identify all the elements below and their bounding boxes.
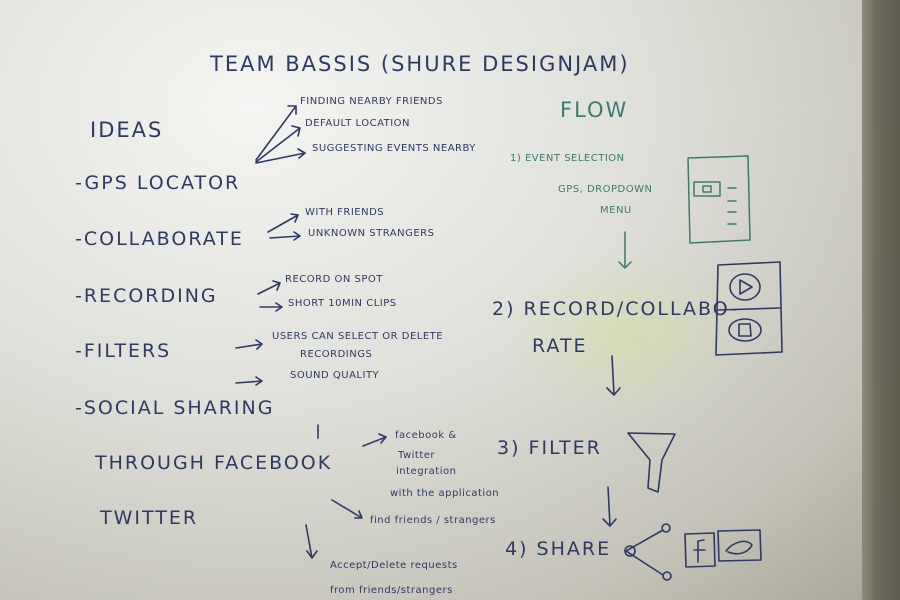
recording-note-1: RECORD ON SPOT bbox=[285, 274, 383, 285]
phone-sketch bbox=[687, 155, 751, 244]
filters-note-2: RECORDINGS bbox=[300, 349, 373, 360]
filters-note-1: USERS CAN SELECT OR DELETE bbox=[272, 331, 444, 342]
play-icon bbox=[729, 273, 761, 301]
marker-smudge bbox=[500, 250, 750, 420]
flow-step1-line-1: 1) EVENT SELECTION bbox=[510, 153, 625, 164]
idea-social-line-1: -SOCIAL SHARING bbox=[75, 397, 275, 419]
record-panel-sketch bbox=[715, 261, 783, 356]
social-note-5: find friends / strangers bbox=[370, 515, 496, 526]
filters-arrows bbox=[235, 339, 263, 386]
share-sketch bbox=[624, 523, 762, 581]
flow-step2-line-1: 2) RECORD/COLLABO- bbox=[492, 298, 740, 320]
gps-note-1: FINDING NEARBY FRIENDS bbox=[300, 96, 443, 107]
social-note-7: from friends/strangers bbox=[330, 585, 453, 596]
collab-note-1: WITH FRIENDS bbox=[305, 207, 385, 218]
idea-social-line-2: THROUGH FACEBOOK bbox=[95, 452, 333, 474]
social-note-2: Twitter bbox=[398, 450, 436, 461]
idea-collaborate-label: -COLLABORATE bbox=[75, 228, 244, 250]
flow-step1-line-3: MENU bbox=[600, 205, 632, 216]
board-title: TEAM BASSIS (SHURE DESIGNJAM) bbox=[210, 52, 630, 76]
social-note-4: with the application bbox=[390, 488, 500, 499]
flow-step2-line-2: RATE bbox=[532, 335, 588, 357]
flow-step4-label: 4) SHARE bbox=[505, 538, 612, 560]
funnel-icon bbox=[627, 432, 676, 493]
recording-arrows bbox=[257, 280, 283, 312]
record-icon bbox=[728, 318, 762, 342]
gps-note-2: DEFAULT LOCATION bbox=[305, 118, 411, 129]
gps-note-3: SUGGESTING EVENTS NEARBY bbox=[312, 143, 476, 154]
idea-recording-label: -RECORDING bbox=[75, 285, 218, 307]
gps-arrows bbox=[255, 105, 306, 164]
flow-heading: FLOW bbox=[560, 98, 629, 122]
collab-note-2: UNKNOWN STRANGERS bbox=[308, 228, 435, 239]
social-note-3: integration bbox=[396, 466, 457, 477]
flow-step3-label: 3) FILTER bbox=[497, 437, 602, 459]
idea-filters-label: -FILTERS bbox=[75, 340, 172, 362]
recording-note-2: SHORT 10MIN CLIPS bbox=[288, 298, 397, 309]
filters-note-3: SOUND QUALITY bbox=[290, 370, 380, 381]
flow-arrow-1 bbox=[618, 231, 632, 269]
social-note-1: facebook & bbox=[395, 430, 457, 441]
ideas-heading: IDEAS bbox=[90, 118, 164, 142]
social-arrows bbox=[305, 424, 387, 559]
idea-gps-label: -GPS LOCATOR bbox=[75, 172, 241, 194]
flow-arrow-3 bbox=[602, 486, 617, 527]
social-note-6: Accept/Delete requests bbox=[330, 560, 458, 571]
flow-arrow-2 bbox=[606, 355, 621, 396]
facebook-icon bbox=[684, 532, 716, 568]
idea-social-line-3: TWITTER bbox=[100, 507, 199, 529]
flow-step1-line-2: GPS, DROPDOWN bbox=[558, 184, 653, 195]
twitter-icon bbox=[717, 529, 762, 562]
board-frame bbox=[862, 0, 900, 600]
collaborate-arrows bbox=[267, 213, 301, 241]
